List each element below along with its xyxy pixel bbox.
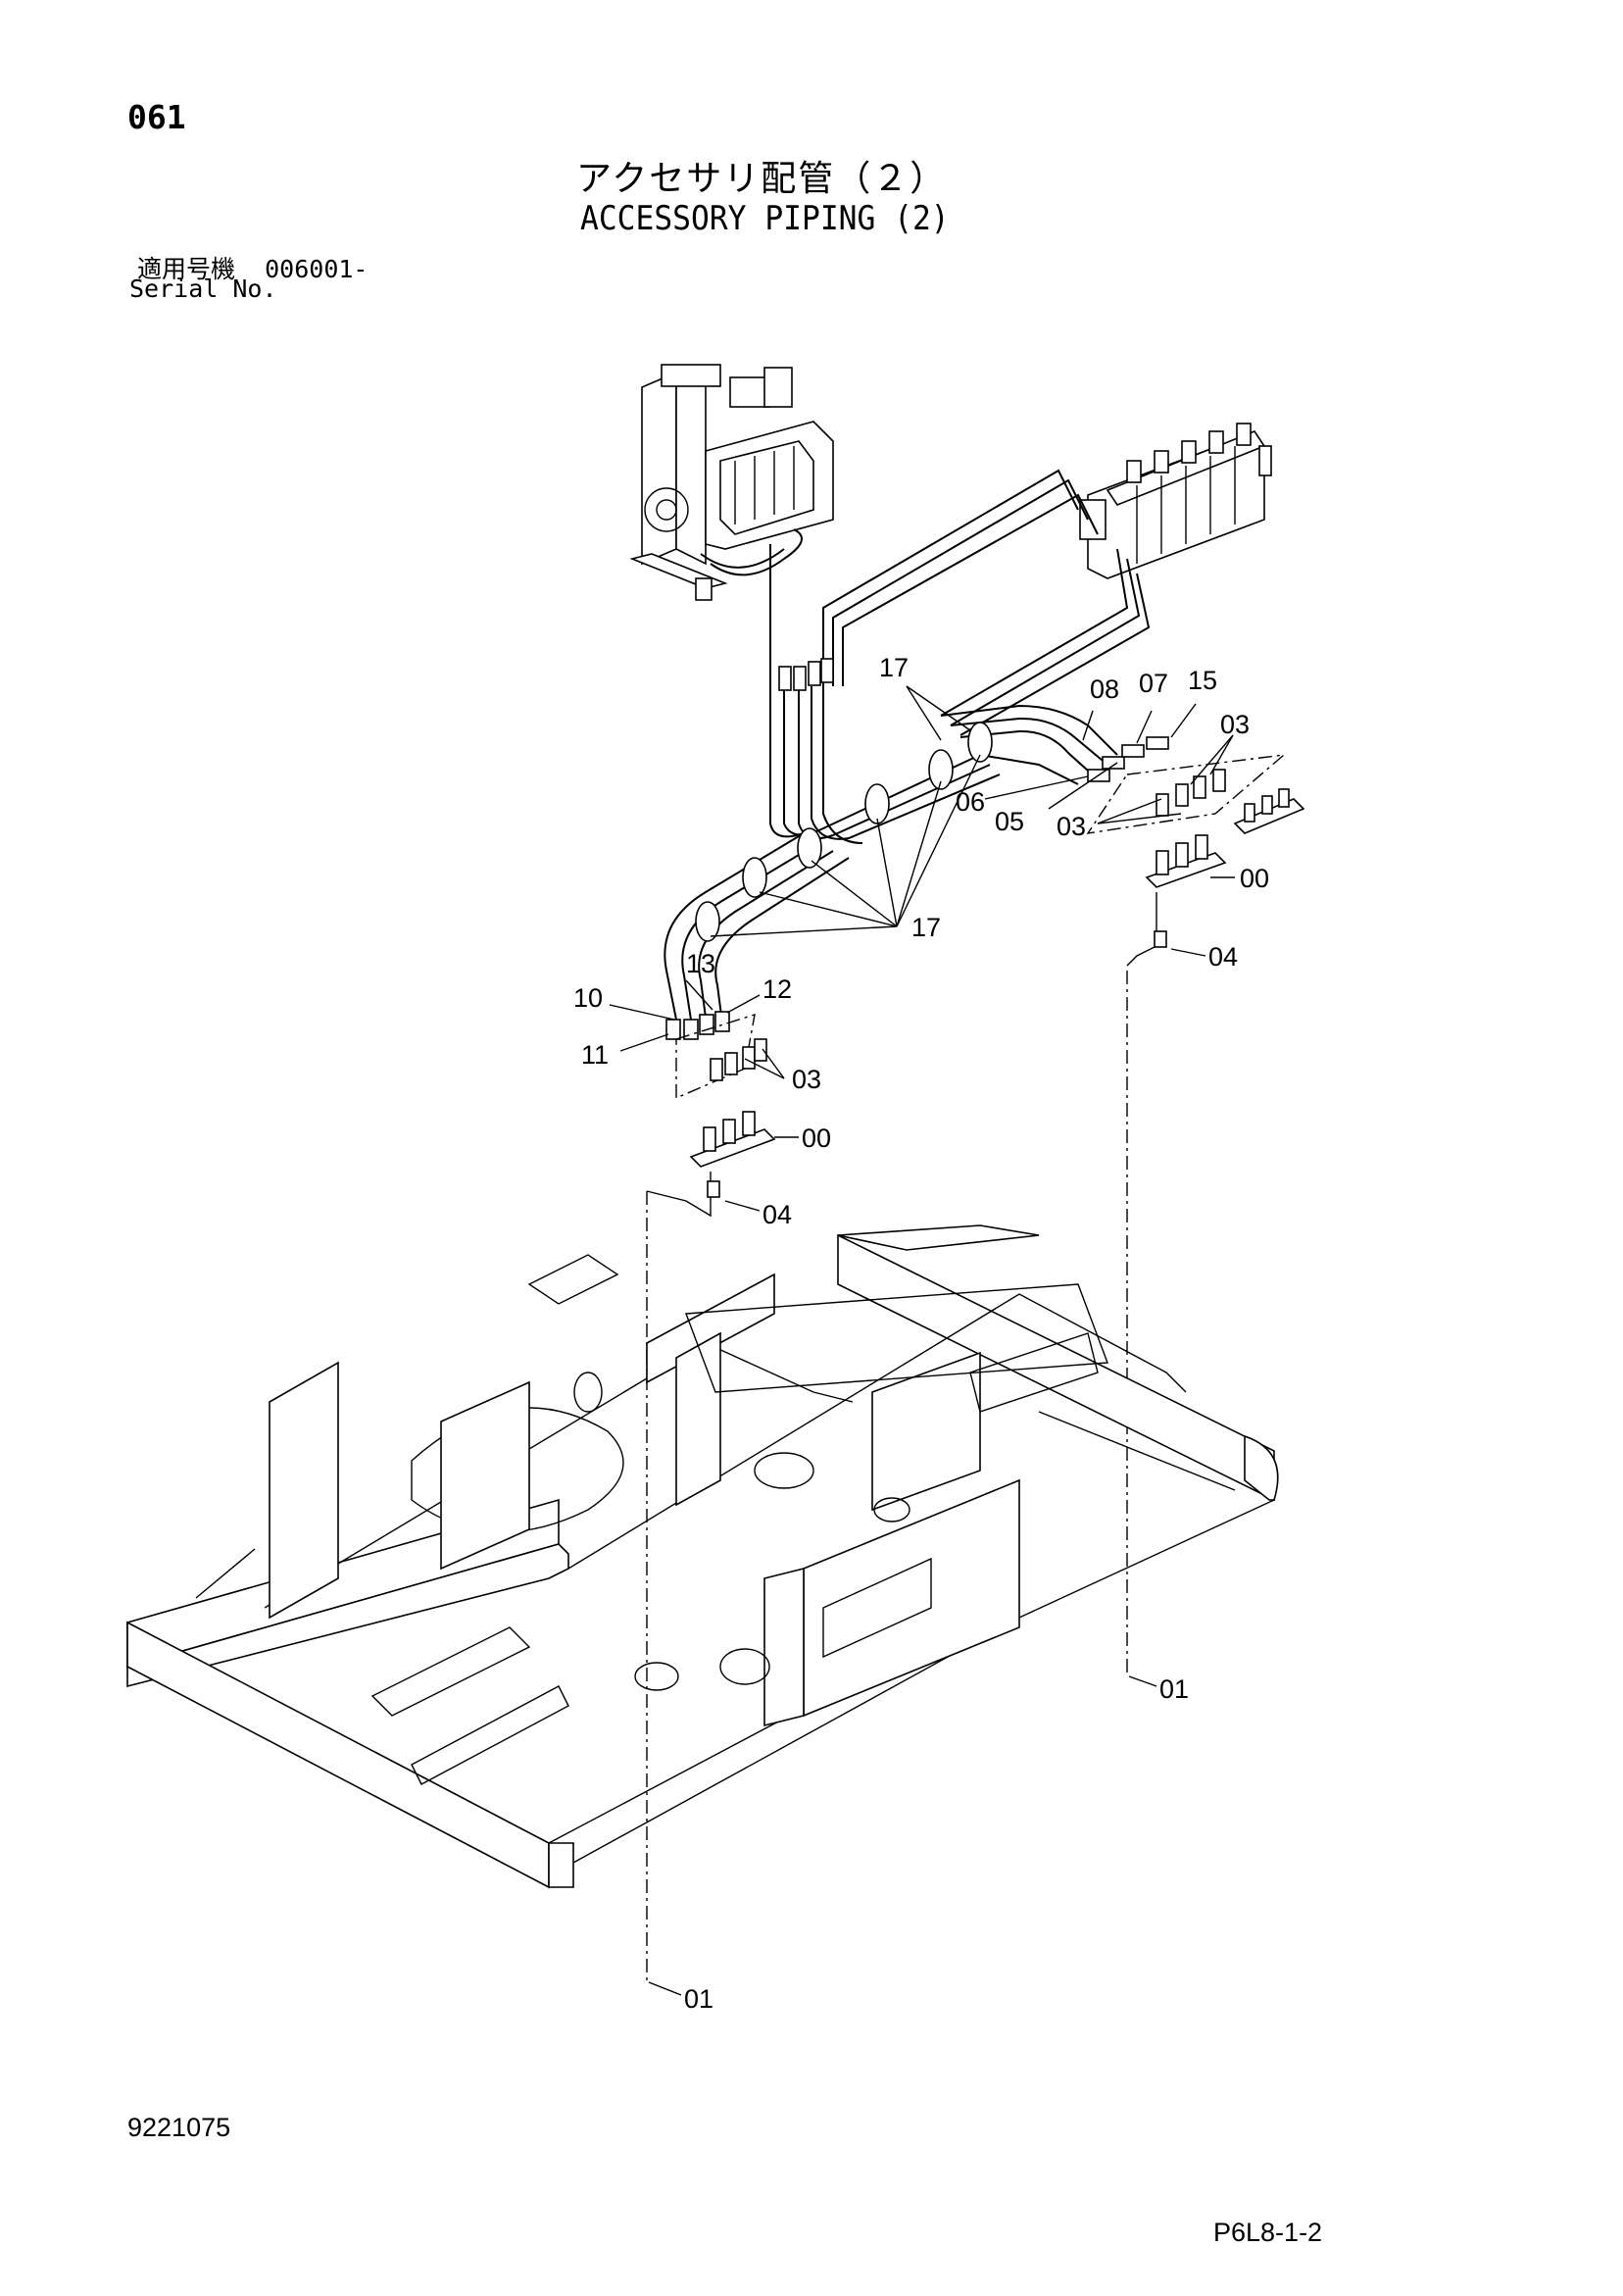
pilot-valve-block xyxy=(1079,423,1272,579)
serial-label-row: 適用号機 006001- xyxy=(137,250,368,285)
callout-05: 05 xyxy=(995,807,1024,836)
callout-01-right: 01 xyxy=(1159,1674,1189,1704)
callout-03-right-top: 03 xyxy=(1220,710,1250,739)
callout-11: 11 xyxy=(581,1040,609,1070)
callout-17-top: 17 xyxy=(879,653,909,682)
callout-03-right-mid: 03 xyxy=(1057,812,1086,841)
callout-08: 08 xyxy=(1090,674,1119,704)
serial-label-japanese: 適用号機 xyxy=(137,255,236,283)
callout-00-left: 00 xyxy=(802,1123,831,1153)
page-number: 061 xyxy=(127,98,186,136)
title-japanese: アクセサリ配管（２） xyxy=(576,159,948,199)
callout-07: 07 xyxy=(1139,669,1168,698)
callout-00-right: 00 xyxy=(1240,864,1269,893)
callout-17-bottom: 17 xyxy=(911,913,941,942)
callout-15: 15 xyxy=(1188,666,1217,695)
callout-04-left: 04 xyxy=(762,1200,792,1229)
callout-10: 10 xyxy=(573,983,603,1013)
callout-04-right: 04 xyxy=(1208,942,1238,972)
leader-lines xyxy=(609,685,1235,1996)
hose-bundle xyxy=(664,469,1169,1040)
control-valve-assembly xyxy=(629,364,834,627)
revolving-frame xyxy=(126,1224,1279,1889)
left-connector-block xyxy=(646,1013,776,1980)
serial-label-english: Serial No. xyxy=(129,275,277,303)
title-english: ACCESSORY PIPING (2) xyxy=(580,199,950,238)
callout-labels: 17 08 07 15 03 06 05 03 00 17 04 13 10 1… xyxy=(573,653,1269,2014)
callout-12: 12 xyxy=(762,974,792,1004)
callout-01-left: 01 xyxy=(684,1984,713,2014)
right-connector-block xyxy=(1086,754,1305,1676)
serial-number-value: 006001- xyxy=(265,255,369,283)
callout-03-left: 03 xyxy=(792,1065,821,1094)
callout-13: 13 xyxy=(686,949,715,978)
reference-code: P6L8-1-2 xyxy=(1213,2218,1323,2247)
callout-06: 06 xyxy=(956,787,985,817)
document-number: 9221075 xyxy=(127,2113,231,2142)
